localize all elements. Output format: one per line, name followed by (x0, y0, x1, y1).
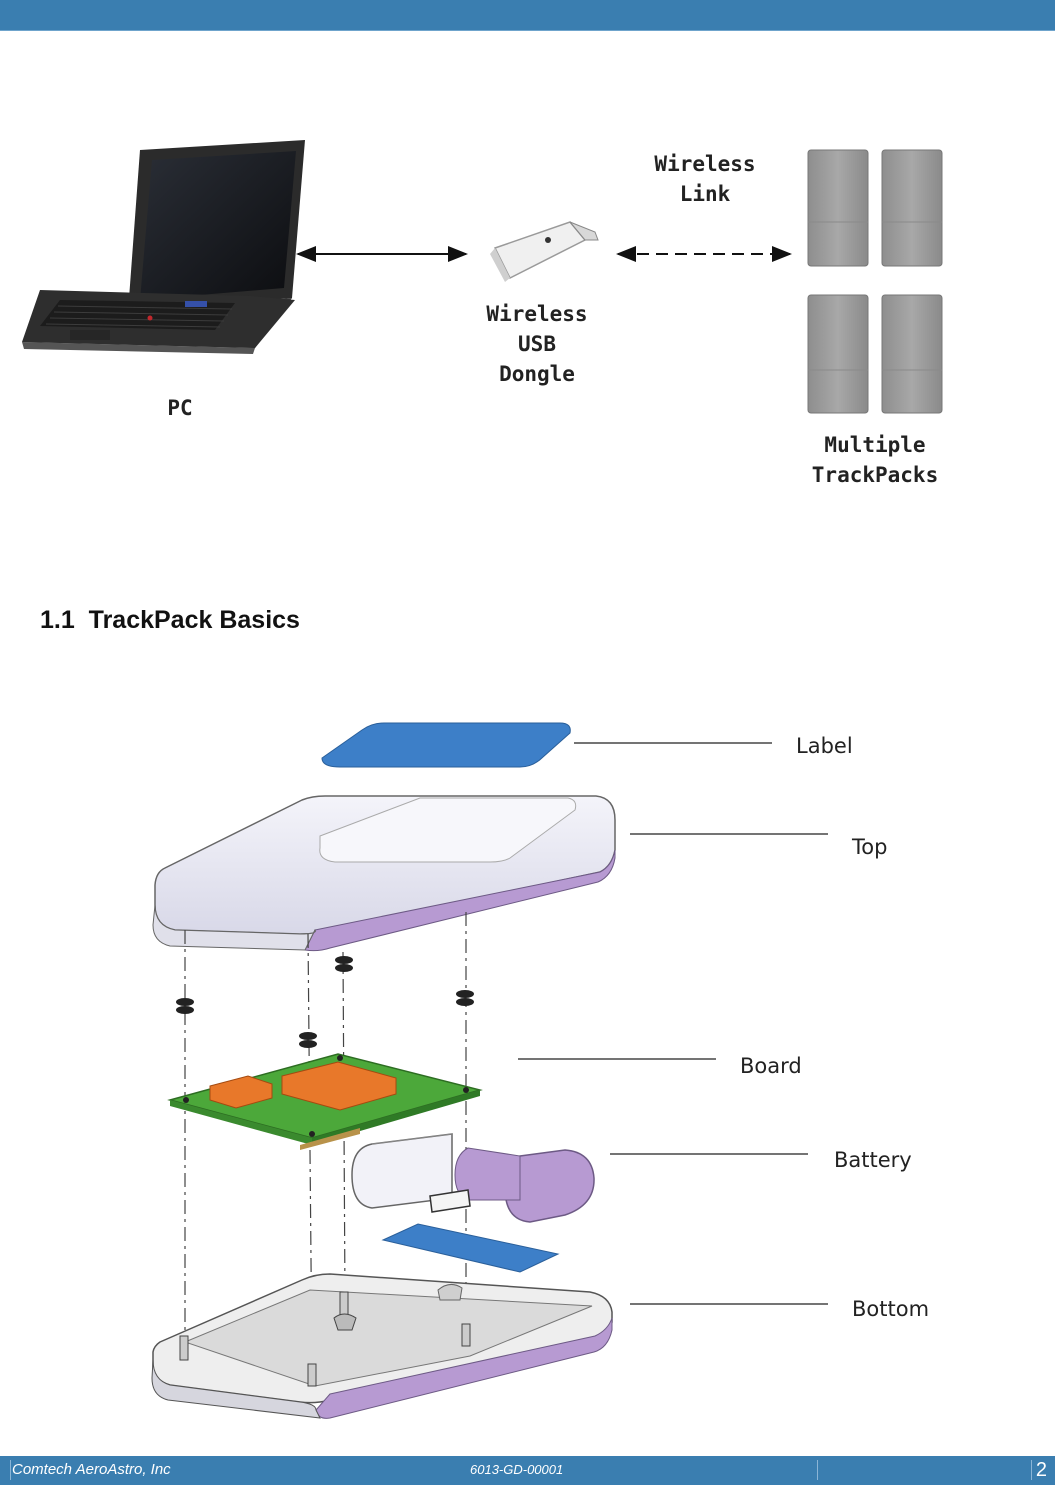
footer-company: Comtech AeroAstro, Inc (12, 1461, 171, 1478)
wireless-link-label: Wireless Link (654, 152, 756, 206)
trackpacks-label: Multiple TrackPacks (811, 433, 939, 487)
part-label-battery: Battery (834, 1148, 912, 1172)
usb-dongle-illustration (490, 221, 599, 282)
footer-page-number: 2 (1035, 1459, 1047, 1481)
leader-lines (518, 742, 828, 1305)
part-label-label: Label (796, 734, 853, 758)
footer-bar: Comtech AeroAstro, Inc 6013-GD-00001 2 (0, 1456, 1055, 1485)
footer-separator (10, 1460, 11, 1480)
grommets-part (176, 956, 474, 1048)
trackpacks-illustration (807, 149, 943, 414)
footer-separator (817, 1460, 818, 1480)
bottom-shell-part (151, 1273, 613, 1419)
footer-separator (1031, 1460, 1032, 1480)
part-label-bottom: Bottom (852, 1297, 930, 1321)
section-number: 1.1 (40, 606, 75, 634)
top-shell-part (152, 795, 616, 952)
circuit-board-part (167, 1053, 483, 1150)
header-bar (0, 0, 1055, 31)
part-label-board: Board (740, 1054, 802, 1078)
pc-label: PC (167, 396, 193, 420)
section-heading: 1.1 TrackPack Basics (40, 606, 300, 635)
section-title: TrackPack Basics (88, 606, 300, 634)
laptop-illustration (22, 140, 305, 354)
dongle-label: Wireless USB Dongle (486, 302, 588, 386)
part-label-top: Top (852, 835, 888, 859)
footer-doc-number: 6013-GD-00001 (470, 1462, 564, 1477)
label-sticker-part (321, 722, 571, 768)
battery-part (351, 1133, 595, 1223)
adhesive-pad-part (381, 1223, 560, 1273)
